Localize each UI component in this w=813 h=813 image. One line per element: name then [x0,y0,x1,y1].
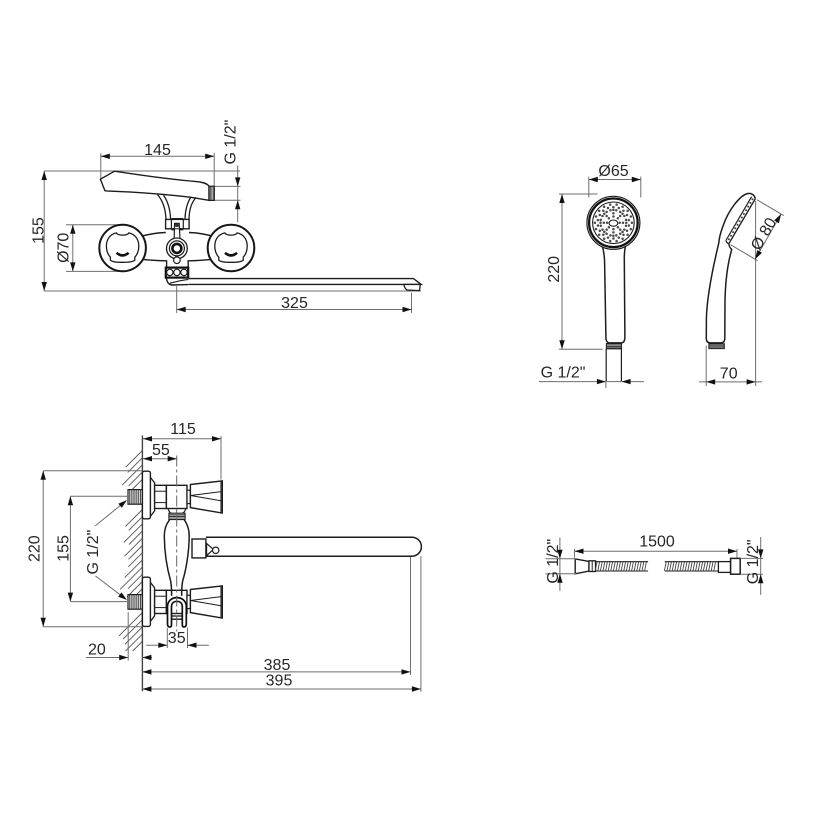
svg-text:385: 385 [264,657,291,674]
svg-text:70: 70 [720,366,738,383]
svg-text:145: 145 [144,142,171,159]
svg-text:220: 220 [26,535,43,562]
svg-text:Ø70: Ø70 [55,233,72,263]
svg-text:155: 155 [55,535,72,562]
svg-text:35: 35 [168,630,186,647]
svg-text:220: 220 [546,256,563,283]
svg-text:20: 20 [88,642,106,659]
svg-text:55: 55 [152,442,170,459]
svg-text:G 1/2": G 1/2" [745,539,762,584]
svg-text:155: 155 [31,217,48,244]
svg-text:115: 115 [170,421,196,438]
svg-text:G 1/2": G 1/2" [541,365,586,382]
svg-text:G 1/2": G 1/2" [222,120,239,165]
svg-text:G 1/2": G 1/2" [85,530,102,575]
svg-text:G 1/2": G 1/2" [545,539,562,584]
svg-text:Ø65: Ø65 [598,163,628,180]
svg-text:395: 395 [266,672,293,689]
svg-text:1500: 1500 [639,534,675,551]
svg-text:325: 325 [281,295,308,312]
